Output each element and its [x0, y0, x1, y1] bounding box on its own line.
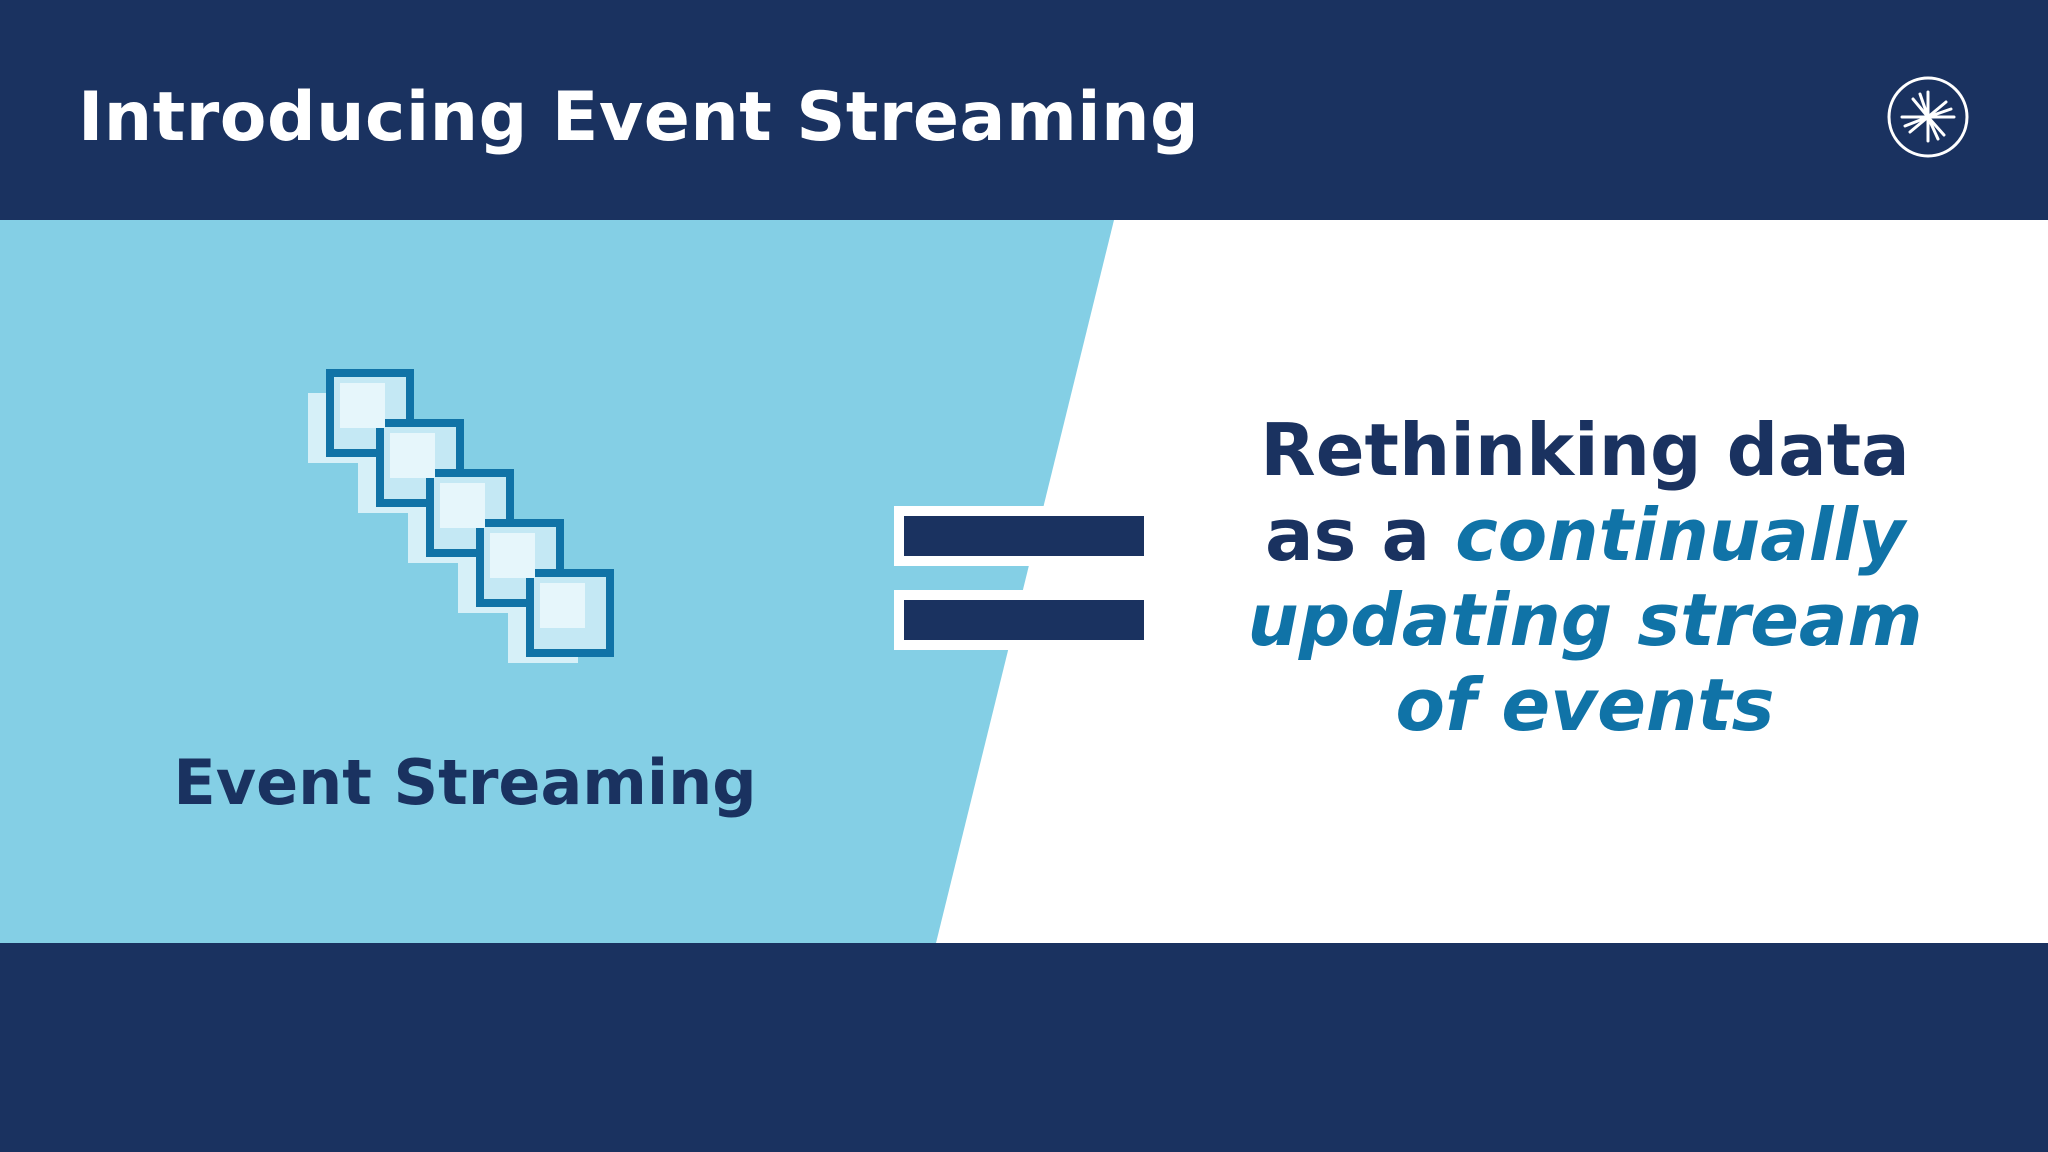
headline-line-4: of events — [1395, 663, 1775, 747]
headline-line-3: updating stream — [1247, 578, 1923, 662]
footer-band — [0, 943, 2048, 1152]
equals-sign-icon — [894, 506, 1144, 654]
event-streaming-label: Event Streaming — [173, 746, 757, 819]
starburst-logo-icon — [1887, 76, 1969, 158]
headline-line-2: as a continually — [1180, 493, 1990, 578]
equals-bottom-bar — [894, 590, 1144, 650]
headline-line-1: Rethinking data — [1260, 408, 1910, 492]
headline-line-2-plain: as a — [1264, 493, 1456, 577]
title-bar: Introducing Event Streaming — [0, 0, 2048, 220]
headline-accent-continually: continually — [1455, 493, 1906, 577]
stacked-squares-stream-icon — [308, 369, 614, 663]
definition-headline: Rethinking data as a continually updatin… — [1180, 408, 1990, 748]
page-title: Introducing Event Streaming — [78, 78, 1200, 157]
equals-top-bar — [894, 506, 1144, 566]
